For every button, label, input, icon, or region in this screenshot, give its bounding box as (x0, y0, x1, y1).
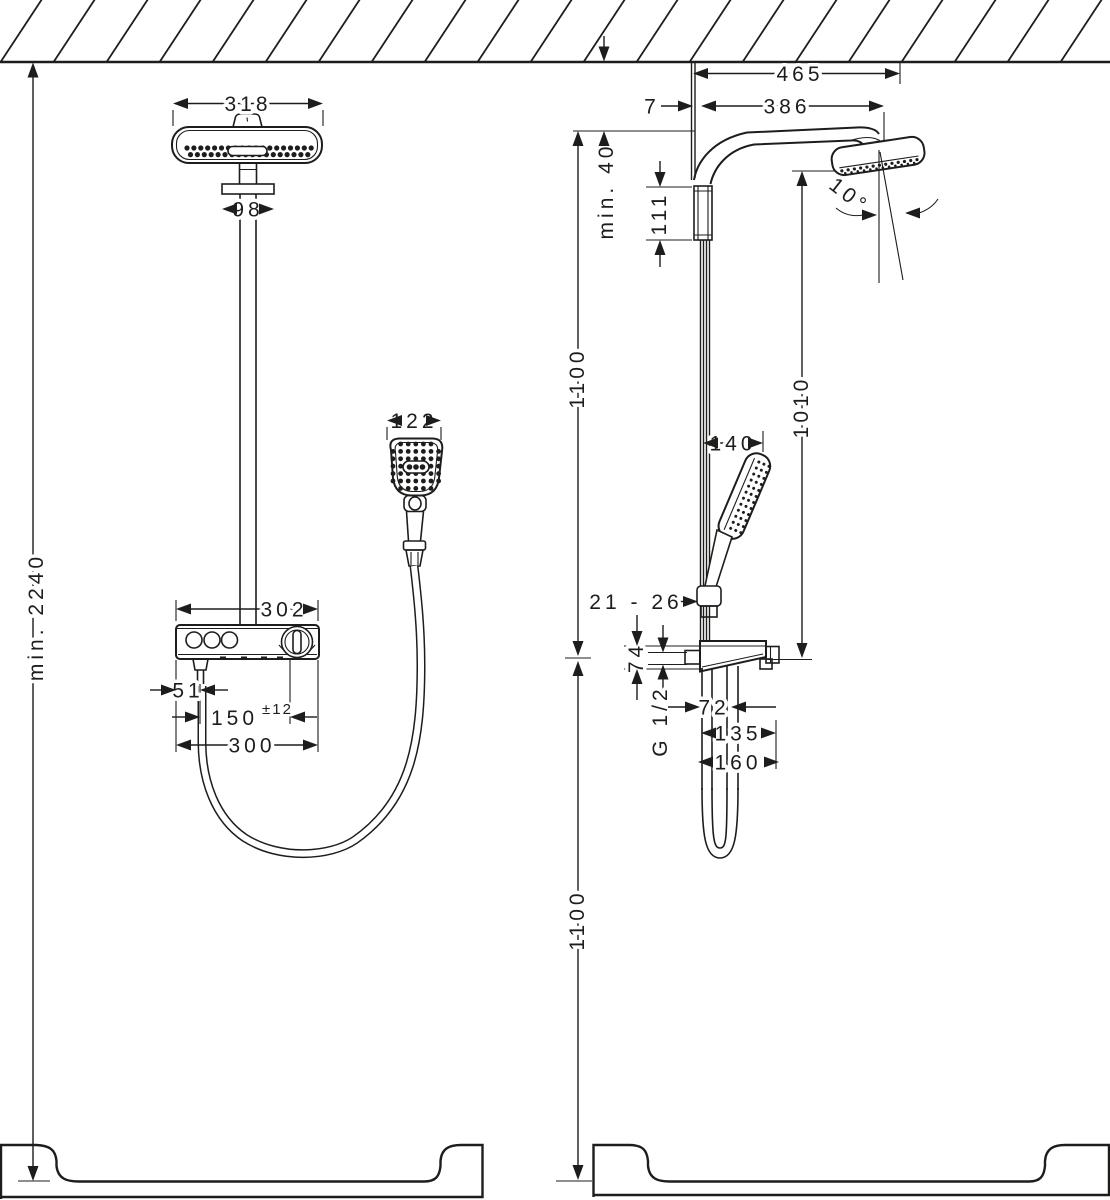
dim-lower-height: 1100 (566, 889, 589, 950)
dim-outlet-offset: 51 (172, 680, 203, 703)
dim-min-room-height: min. 2240 (25, 553, 48, 681)
select-button-3 (220, 631, 239, 649)
dim-wall-gap: 7 (644, 96, 660, 119)
side-hose-loop (701, 787, 739, 859)
select-button-1 (185, 631, 203, 649)
side-hand-shower (696, 452, 772, 618)
handle-collar (403, 494, 427, 513)
select-button-2 (203, 631, 221, 649)
dim-ceiling-plate: 98 (232, 199, 263, 222)
dim-valve-depth: 135 (714, 723, 761, 746)
side-overhead-shower (830, 135, 939, 283)
wall-bracket (693, 185, 713, 241)
front-dimensions: 318 98 122 302 51 150 ±12 300 min. 2240 (18, 76, 442, 1182)
wall-supply-stub (684, 649, 701, 665)
dim-arm-projection: 386 (763, 96, 810, 119)
side-dimensions: 465 7 386 min. 40 111 1100 1100 1010 140… (556, 36, 901, 1182)
dim-valve-bottom-width: 300 (228, 735, 275, 758)
bar-holder (696, 585, 722, 607)
dim-head-to-valve: 1010 (790, 376, 813, 439)
dim-total-projection: 465 (776, 63, 823, 86)
dim-pipe-offset: 72 (698, 697, 729, 720)
dim-min-ceiling-clearance: min. 40 (595, 143, 618, 240)
dim-clamp-range: 21 - 26 (589, 591, 682, 614)
front-thermostat-valve (175, 624, 320, 684)
dim-valve-top-width: 302 (260, 599, 307, 622)
side-wall-and-bar (690, 62, 713, 641)
dim-supply-tolerance: ±12 (262, 701, 293, 718)
dim-upper-height: 1100 (566, 347, 589, 408)
dim-valve-offset: 74 (625, 642, 648, 673)
angle-reference-line (879, 151, 904, 281)
dim-overhead-width: 318 (224, 93, 271, 116)
hose-outlet (192, 658, 209, 671)
front-hand-shower (389, 437, 444, 567)
shower-tray-side (592, 1143, 1110, 1197)
hose-nut (402, 540, 427, 551)
front-hose (197, 565, 426, 859)
ceiling-hatch (0, 0, 1110, 64)
front-overhead-shower (171, 113, 323, 626)
dim-supply-thread: G 1/2 (649, 685, 672, 756)
dimension-arrowheads (27, 46, 920, 1181)
dim-hose-loop-depth: 160 (714, 752, 761, 775)
dim-supply-spacing: 150 (211, 707, 258, 730)
shower-tray-front (0, 1143, 484, 1199)
dim-bracket-height: 111 (648, 192, 671, 236)
holder-nut (700, 605, 718, 618)
